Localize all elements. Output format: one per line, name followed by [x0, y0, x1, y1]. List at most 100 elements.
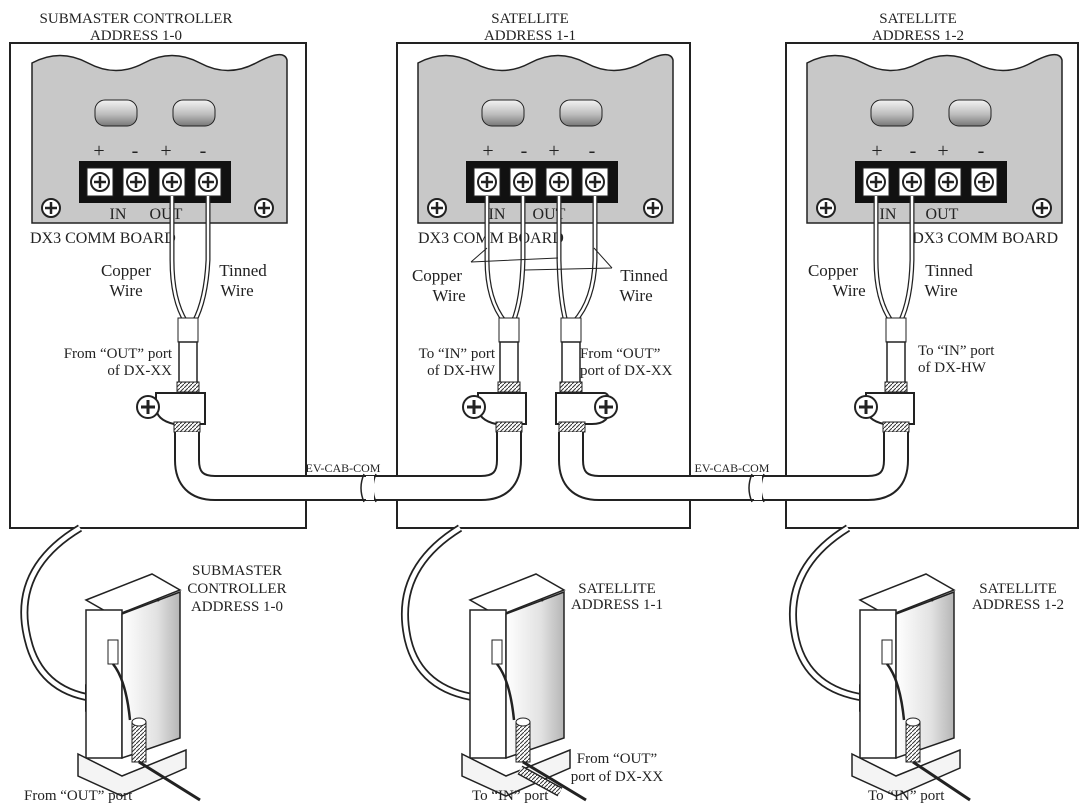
- minus-sign: -: [132, 140, 139, 162]
- fuse-icon: [870, 99, 914, 127]
- port-note-in: of DX-HW: [427, 363, 496, 379]
- pedestal-unit-satellite-1-2: [789, 524, 971, 802]
- plus-sign: +: [871, 140, 882, 162]
- mounting-screw-icon: [816, 198, 836, 218]
- clamp-screw-icon: [594, 395, 618, 419]
- mounting-screw-icon: [427, 198, 447, 218]
- cable-connector-in: [462, 317, 527, 433]
- cable-connector: [136, 317, 206, 433]
- port-note: From “OUT” port: [64, 346, 173, 362]
- cable-connector: [854, 317, 915, 433]
- wires: [470, 196, 613, 324]
- mounting-screw-icon: [254, 198, 274, 218]
- cable-label: EV-CAB-COM: [306, 461, 381, 475]
- plus-sign: +: [160, 140, 171, 162]
- plus-sign: +: [937, 140, 948, 162]
- panel-title-line2: ADDRESS 1-1: [484, 28, 576, 44]
- board-label: DX3 COMM BOARD: [30, 230, 176, 247]
- panel-submaster: SUBMASTER CONTROLLER ADDRESS 1-0 + - + -…: [9, 11, 307, 529]
- tinned-wire-label: Wire: [619, 286, 652, 305]
- panel-title-line1: SUBMASTER CONTROLLER: [40, 11, 233, 27]
- in-label: IN: [880, 206, 897, 223]
- screw-terminal-icon: [86, 167, 114, 197]
- unit-bottom-note: To “IN” port: [868, 788, 945, 804]
- unit-bottom-note: From “OUT” port: [24, 788, 133, 804]
- copper-wire-label: Wire: [109, 281, 142, 300]
- screw-terminal-icon: [194, 167, 222, 197]
- unit-title: ADDRESS 1-1: [571, 597, 663, 613]
- screw-terminal-icon: [970, 167, 998, 197]
- fuse-icon: [172, 99, 216, 127]
- screw-terminal-icon: [898, 167, 926, 197]
- plus-sign: +: [548, 140, 559, 162]
- mounting-screw-icon: [41, 198, 61, 218]
- pointer-arrow: [20, 524, 93, 702]
- fuse-icon: [94, 99, 138, 127]
- pointer-arrow: [401, 524, 479, 702]
- panel-title-line2: ADDRESS 1-0: [90, 28, 182, 44]
- wires: [873, 196, 915, 324]
- dx3-comm-board: + - + - IN OUT: [31, 54, 288, 224]
- tinned-wire-label: Tinned: [219, 261, 267, 280]
- board-label: DX3 COMM BOARD: [912, 230, 1058, 247]
- tinned-wire-label: Tinned: [620, 266, 668, 285]
- unit-title: SUBMASTER: [192, 563, 282, 579]
- copper-wire-label: Wire: [432, 286, 465, 305]
- port-note-in: To “IN” port: [419, 346, 496, 362]
- fuse-icon: [481, 99, 525, 127]
- screw-terminal-icon: [581, 167, 609, 197]
- in-label: IN: [489, 206, 506, 223]
- plus-sign: +: [93, 140, 104, 162]
- fuse-icon: [559, 99, 603, 127]
- port-note-out: port of DX-XX: [580, 363, 673, 379]
- copper-wire-label: Wire: [832, 281, 865, 300]
- dx3-comm-board: + - + - IN OUT: [806, 54, 1063, 224]
- clamp-screw-icon: [854, 395, 878, 419]
- port-note: To “IN” port: [918, 343, 995, 359]
- screw-terminal-icon: [122, 167, 150, 197]
- tinned-wire-label: Tinned: [925, 261, 973, 280]
- dx3-comm-board: + - + - IN OUT: [417, 54, 674, 224]
- unit-title: ADDRESS 1-0: [191, 599, 283, 615]
- screw-terminal-icon: [473, 167, 501, 197]
- panel-title-line2: ADDRESS 1-2: [872, 28, 964, 44]
- port-note-out: From “OUT”: [580, 346, 660, 362]
- unit-title: SATELLITE: [979, 581, 1056, 597]
- mounting-screw-icon: [643, 198, 663, 218]
- port-note: of DX-HW: [918, 360, 987, 376]
- cable-connector-out: [555, 317, 618, 433]
- plus-sign: +: [482, 140, 493, 162]
- minus-sign: -: [521, 140, 528, 162]
- screw-terminal-icon: [509, 167, 537, 197]
- panel-title-line1: SATELLITE: [491, 11, 568, 27]
- fuse-icon: [948, 99, 992, 127]
- pedestal-unit-satellite-1-1: [401, 524, 587, 802]
- out-label: OUT: [926, 206, 959, 223]
- in-label: IN: [110, 206, 127, 223]
- pointer-arrow: [789, 524, 867, 702]
- minus-sign: -: [910, 140, 917, 162]
- unit-bottom-note: To “IN” port: [472, 788, 549, 804]
- unit-title: CONTROLLER: [187, 581, 286, 597]
- screw-terminal-icon: [545, 167, 573, 197]
- wires: [169, 196, 211, 324]
- screw-terminal-icon: [158, 167, 186, 197]
- cable-label: EV-CAB-COM: [695, 461, 770, 475]
- unit-side-note: port of DX-XX: [571, 769, 664, 785]
- ev-cab-com-cable-2: [558, 432, 909, 503]
- unit-title: SATELLITE: [578, 581, 655, 597]
- minus-sign: -: [589, 140, 596, 162]
- panel-satellite-1-2: SATELLITE ADDRESS 1-2 + - + - IN OUT DX3…: [785, 11, 1079, 529]
- screw-terminal-icon: [862, 167, 890, 197]
- out-label: OUT: [150, 206, 183, 223]
- unit-side-note: From “OUT”: [577, 751, 657, 767]
- minus-sign: -: [200, 140, 207, 162]
- clamp-screw-icon: [136, 395, 160, 419]
- minus-sign: -: [978, 140, 985, 162]
- clamp-screw-icon: [462, 395, 486, 419]
- copper-wire-label: Copper: [101, 261, 151, 280]
- pedestal-unit-submaster: [20, 524, 201, 802]
- copper-wire-label: Copper: [412, 266, 462, 285]
- panel-title-line1: SATELLITE: [879, 11, 956, 27]
